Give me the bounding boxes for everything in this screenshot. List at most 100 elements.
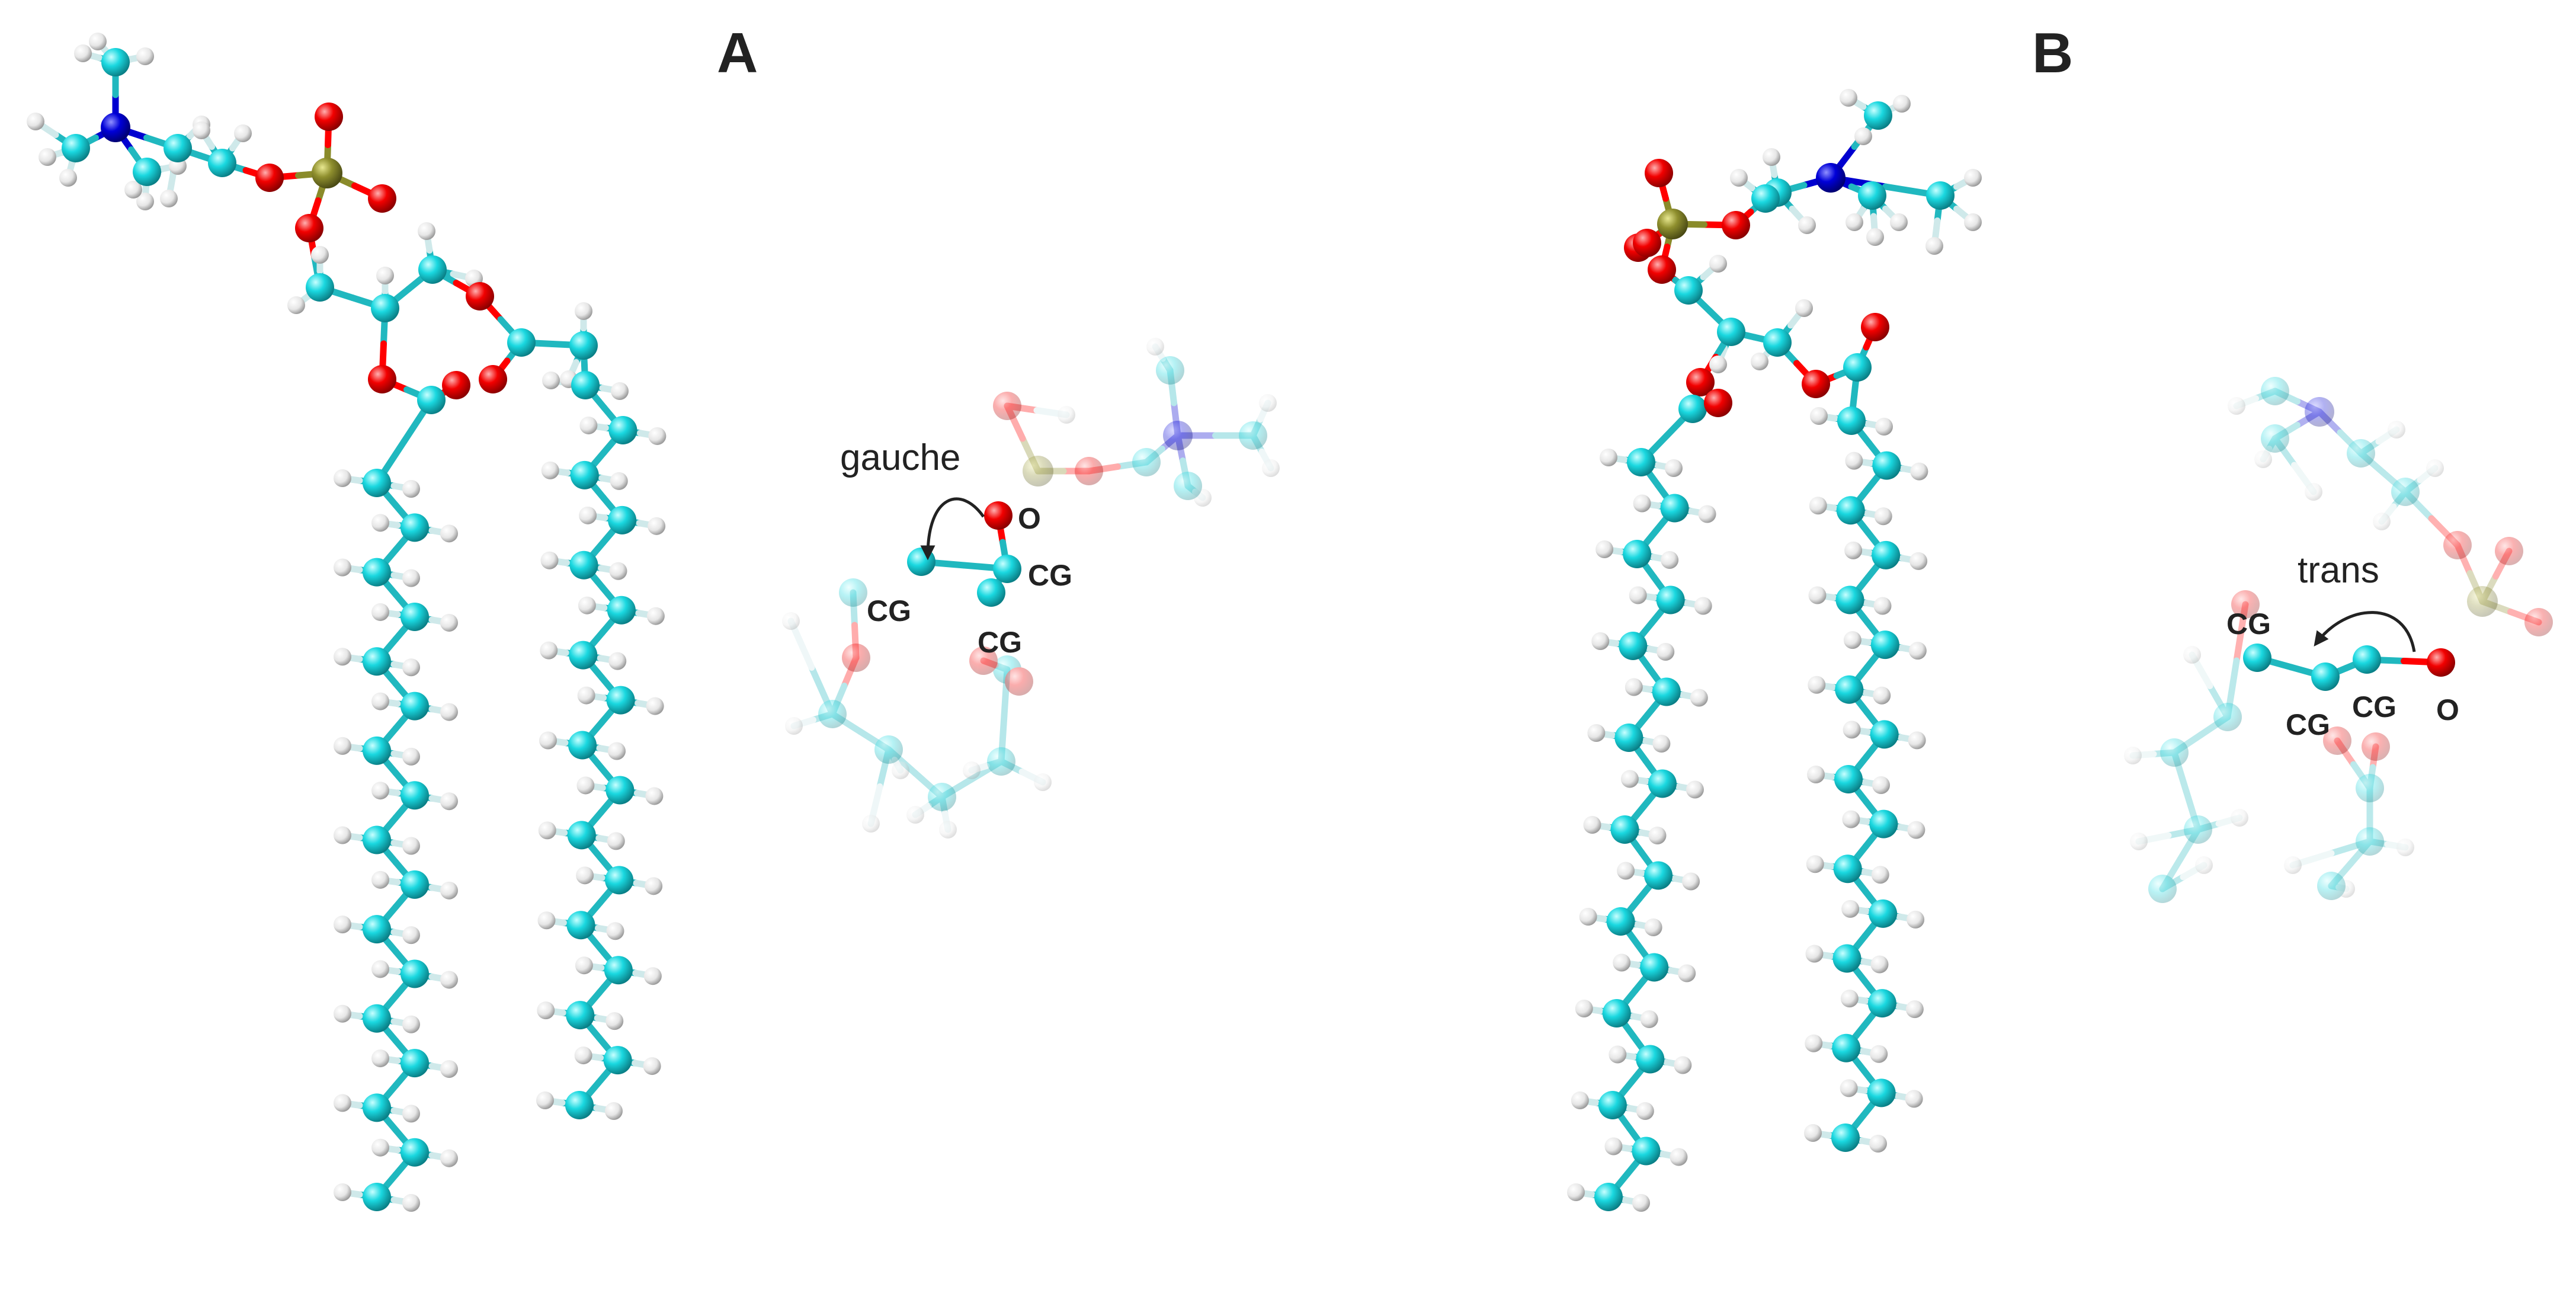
hydrogen-atom (1874, 507, 1892, 526)
carbon-atom (1660, 494, 1689, 523)
carbon-atom (363, 647, 391, 676)
panel-a-atom-label-cg-2: CG (867, 594, 911, 628)
hydrogen-atom (371, 514, 389, 532)
oxygen-atom (993, 392, 1021, 420)
bond-layer (2254, 654, 2444, 680)
carbon-atom (401, 781, 429, 810)
hydrogen-atom (1709, 255, 1727, 273)
hydrogen-atom (1909, 552, 1928, 570)
hydrogen-atom (1625, 678, 1643, 696)
hydrogen-atom (1844, 541, 1863, 559)
carbon-atom (571, 371, 600, 399)
hydrogen-atom (606, 922, 624, 940)
panel-b: B trans CG CG CG O (1567, 21, 2553, 1212)
carbon-atom (1644, 861, 1673, 890)
hydrogen-atom (1807, 766, 1825, 783)
hydrogen-atom (160, 190, 178, 207)
carbon-atom (101, 48, 130, 76)
carbon-atom (818, 700, 847, 728)
hydrogen-atom (576, 866, 594, 885)
hydrogen-atom (1609, 1045, 1627, 1064)
panel-b-conformation-label: trans (2298, 550, 2379, 591)
hydrogen-atom (643, 1057, 661, 1075)
oxygen-atom (2231, 590, 2260, 619)
hydrogen-atom (537, 1001, 555, 1020)
hydrogen-atom (1840, 89, 1857, 107)
panel-a-atom-label-o: O (1018, 502, 1041, 535)
oxygen-atom (2524, 608, 2553, 636)
hydrogen-atom (234, 124, 252, 142)
hydrogen-atom (1751, 353, 1768, 370)
carbon-atom (1837, 406, 1866, 435)
hydrogen-atom (605, 1102, 623, 1120)
hydrogen-atom (334, 826, 351, 844)
hydrogen-atom (1806, 855, 1824, 873)
hydrogen-atom (579, 416, 598, 434)
oxygen-atom (479, 365, 507, 393)
bond-layer (32, 38, 661, 1206)
nitrogen-atom (1816, 163, 1846, 193)
hydrogen-atom (89, 33, 107, 50)
hydrogen-atom (1854, 127, 1872, 145)
hydrogen-atom (1846, 213, 1863, 231)
hydrogen-atom (1146, 338, 1164, 356)
hydrogen-atom (648, 427, 667, 445)
carbon-atom (1598, 1091, 1627, 1119)
hydrogen-atom (1805, 1034, 1823, 1052)
hydrogen-atom (1633, 494, 1651, 513)
hydrogen-atom (1907, 910, 1925, 929)
oxygen-atom (2362, 732, 2390, 761)
carbon-atom (401, 1049, 429, 1078)
hydrogen-atom (334, 737, 351, 755)
hydrogen-atom (610, 472, 628, 490)
oxygen-atom (368, 365, 396, 393)
carbon-atom (1632, 1137, 1661, 1166)
hydrogen-atom (906, 806, 924, 824)
atom-layer (1567, 89, 1982, 1212)
carbon-atom (569, 550, 598, 580)
carbon-atom (401, 602, 429, 631)
carbon-atom (1132, 448, 1161, 476)
hydrogen-atom (541, 461, 559, 479)
hydrogen-atom (334, 916, 351, 934)
hydrogen-atom (1682, 872, 1700, 891)
carbon-atom (1832, 1033, 1861, 1062)
hydrogen-atom (2183, 646, 2201, 664)
hydrogen-atom (2396, 838, 2414, 856)
hydrogen-atom (1604, 1137, 1623, 1155)
hydrogen-atom (136, 47, 154, 65)
carbon-atom (363, 1183, 391, 1211)
hydrogen-atom (1875, 418, 1893, 436)
hydrogen-atom (1648, 827, 1667, 844)
hydrogen-atom (1795, 299, 1813, 317)
hydrogen-atom (402, 926, 420, 945)
panel-a-molecule (27, 33, 667, 1212)
carbon-atom (1833, 854, 1862, 884)
hydrogen-atom (1870, 1045, 1888, 1063)
carbon-atom (1751, 184, 1780, 213)
carbon-atom (567, 821, 596, 850)
carbon-atom (363, 1004, 391, 1033)
phosphorus-atom (2467, 586, 2498, 617)
carbon-atom (2391, 478, 2420, 506)
panel-b-atom-label-cg-2: CG (2286, 708, 2330, 741)
hydrogen-atom (1632, 1194, 1650, 1212)
oxygen-atom (295, 214, 323, 242)
hydrogen-atom (539, 731, 557, 750)
carbon-atom (1843, 353, 1872, 382)
hydrogen-atom (402, 1194, 420, 1212)
hydrogen-atom (892, 761, 909, 779)
oxygen-atom (1633, 229, 1661, 257)
hydrogen-atom (440, 524, 458, 543)
oxygen-atom (2495, 537, 2523, 565)
hydrogen-atom (648, 517, 666, 535)
oxygen-atom (1861, 313, 1889, 341)
hydrogen-atom (27, 113, 44, 130)
hydrogen-atom (1841, 900, 1860, 918)
carbon-atom (2148, 875, 2177, 903)
carbon-atom (363, 736, 391, 765)
carbon-atom (565, 1091, 594, 1119)
oxygen-atom (1645, 159, 1673, 187)
panel-b-atom-label-o: O (2436, 693, 2459, 726)
carbon-atom (1610, 815, 1639, 844)
